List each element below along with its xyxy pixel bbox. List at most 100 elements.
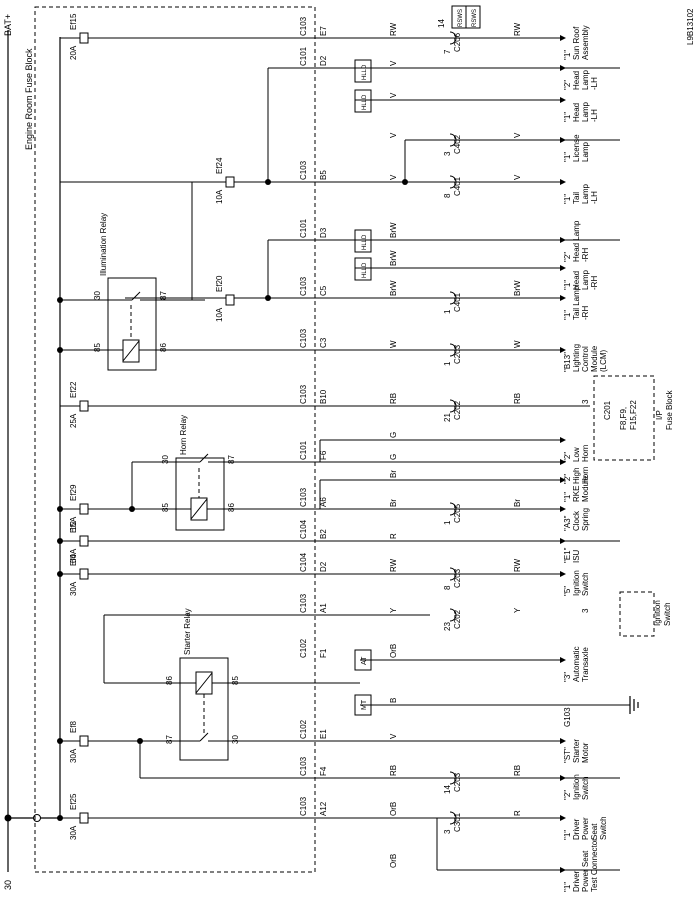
circuit-12-dest-2: Module: [581, 475, 590, 502]
fuse-5-name: Ef2: [69, 520, 78, 533]
circuit-7-wire-color-2: BrW: [513, 280, 522, 296]
svg-text:Switch: Switch: [663, 602, 672, 626]
svg-text:Ignition: Ignition: [653, 600, 662, 626]
circuit-8-arrow: [560, 347, 566, 353]
circuit-4-inline-connector: [449, 175, 457, 189]
fuse-block-label: Engine Room Fuse Block: [24, 48, 34, 150]
circuit-5-dest-1: Head Lamp: [572, 220, 581, 262]
fuse-3-symbol: [79, 400, 89, 412]
circuit-4-inline-conn: C401: [453, 176, 462, 196]
circuit-11-dest-1: High: [572, 468, 581, 484]
starter-relay: [179, 657, 229, 761]
circuit-11-pin: F6: [319, 450, 328, 460]
fuse-4-symbol: [79, 503, 89, 515]
circuit-20-dest-2: Switch: [581, 776, 590, 800]
circuit-3-dest-2: Lamp: [581, 141, 590, 162]
circuit-13-connector: C103: [299, 487, 308, 507]
circuit-0-inline-conn: C206: [453, 32, 462, 52]
fuse-7-name: Ef8: [69, 720, 78, 733]
hlld-tag-rh: [354, 229, 372, 253]
fuse-7-symbol: [79, 735, 89, 747]
circuit-10-arrow: [560, 437, 566, 443]
circuit-21-dest-2: Power: [581, 817, 590, 840]
circuit-0-connector: C103: [299, 16, 308, 36]
circuit-2-arrow: [560, 97, 566, 103]
circuit-15-dest-1: Ignition: [572, 570, 581, 596]
circuit-8-inline-conn: C203: [453, 344, 462, 364]
hlld-mark-lh: [354, 89, 372, 113]
circuit-1-dest-1: Head: [572, 71, 581, 90]
circuit-16-connector: C103: [299, 593, 308, 613]
circuit-7-wire-color: BrW: [389, 280, 398, 296]
circuit-13-dest-1: Clock: [572, 510, 581, 531]
circuit-0-inline-pin-2: 14: [437, 19, 446, 28]
circuit-18-wire-color: B: [389, 698, 398, 703]
circuit-22-dest-3: Test Connector: [590, 838, 599, 892]
circuit-1-arrow: [560, 65, 566, 71]
circuit-7-inline-conn: C401: [453, 292, 462, 312]
circuit-20-inline-conn: C203: [453, 772, 462, 792]
circuit-17-wire-color: OrB: [389, 644, 398, 658]
circuit-17-connector: C102: [299, 638, 308, 658]
svg-text:MT: MT: [361, 699, 368, 710]
fuse-5-amp: 60A: [69, 548, 78, 563]
circuit-8-dest-2: Control: [581, 346, 590, 372]
fuse-5-symbol: [79, 535, 89, 547]
circuit-8-connector: C103: [299, 328, 308, 348]
circuit-3-wire-color-2: V: [513, 132, 522, 138]
circuit-3-inline-pin: 3: [443, 151, 452, 156]
circuit-22-dest-2: Power Seat: [581, 850, 590, 892]
circuit-20-wire-color: RB: [389, 765, 398, 776]
circuit-17-dest-0: "3": [563, 672, 572, 682]
circuit-4-dest-3: -LH: [590, 191, 599, 204]
circuit-11-arrow: [560, 459, 566, 465]
circuit-16-inline-connector: [449, 608, 457, 622]
circuit-20-dest-0: "2": [563, 790, 572, 800]
circuit-20-inline-pin: 14: [443, 785, 452, 794]
circuit-21-arrow: [560, 815, 566, 821]
circuit-5-dest-0: "2": [563, 252, 572, 262]
circuit-2-wire-color: V: [389, 92, 398, 98]
circuit-8-dest-1: Lighting: [572, 344, 581, 372]
fuse-8-symbol: [79, 812, 89, 824]
circuit-9-inline-conn: C202: [453, 400, 462, 420]
svg-text:86: 86: [159, 343, 168, 352]
circuit-0-dest-0: "1": [563, 50, 572, 60]
circuit-4-dest-0: "1": [563, 194, 572, 204]
fuse-1-symbol: [225, 176, 235, 188]
circuit-6-dest-3: -RH: [590, 276, 599, 290]
fuse-8-amp: 30A: [69, 825, 78, 840]
svg-text:RSWS: RSWS: [472, 9, 478, 27]
circuit-4-pin: B5: [319, 170, 328, 180]
circuit-19-dest-1: Starter: [572, 739, 581, 763]
circuit-5-pin: D3: [319, 227, 328, 238]
circuit-21-inline-conn: C301: [453, 812, 462, 832]
circuit-13-inline-connector: [449, 502, 457, 516]
power-top-label: BAT+: [3, 14, 13, 36]
circuit-7-connector: C103: [299, 276, 308, 296]
horn-relay-label: Horn Relay: [179, 415, 188, 455]
circuit-13-wire-color-2: Br: [513, 499, 522, 507]
circuit-3-inline-connector: [449, 133, 457, 147]
circuit-11-dest-2: Horn: [581, 467, 590, 484]
svg-text:30: 30: [161, 455, 170, 464]
circuit-15-pin: D2: [319, 561, 328, 572]
svg-text:HLLD: HLLD: [362, 262, 368, 278]
circuit-21-wire-color: OrB: [389, 802, 398, 816]
circuit-6-dest-1: Head: [572, 271, 581, 290]
circuit-3-inline-conn: C402: [453, 134, 462, 154]
svg-text:F15,F22: F15,F22: [629, 400, 638, 430]
circuit-13-dest-2: Spring: [581, 508, 590, 531]
svg-text:30: 30: [93, 291, 102, 300]
circuit-20-wire-color-2: RB: [513, 765, 522, 776]
circuit-19-dest-0: "ST": [563, 747, 572, 763]
circuit-22-dest-0: "1": [563, 882, 572, 892]
fuse-6-symbol: [79, 568, 89, 580]
circuit-1-dest-2: Lamp: [581, 69, 590, 90]
circuit-16-inline-pin: 23: [443, 622, 452, 631]
circuit-10-dest-0: "2": [563, 452, 572, 462]
circuit-7-pin: C5: [319, 285, 328, 296]
circuit-0-dest-1: Sun Roof: [572, 26, 581, 60]
circuit-19-dest-2: Motor: [581, 742, 590, 763]
